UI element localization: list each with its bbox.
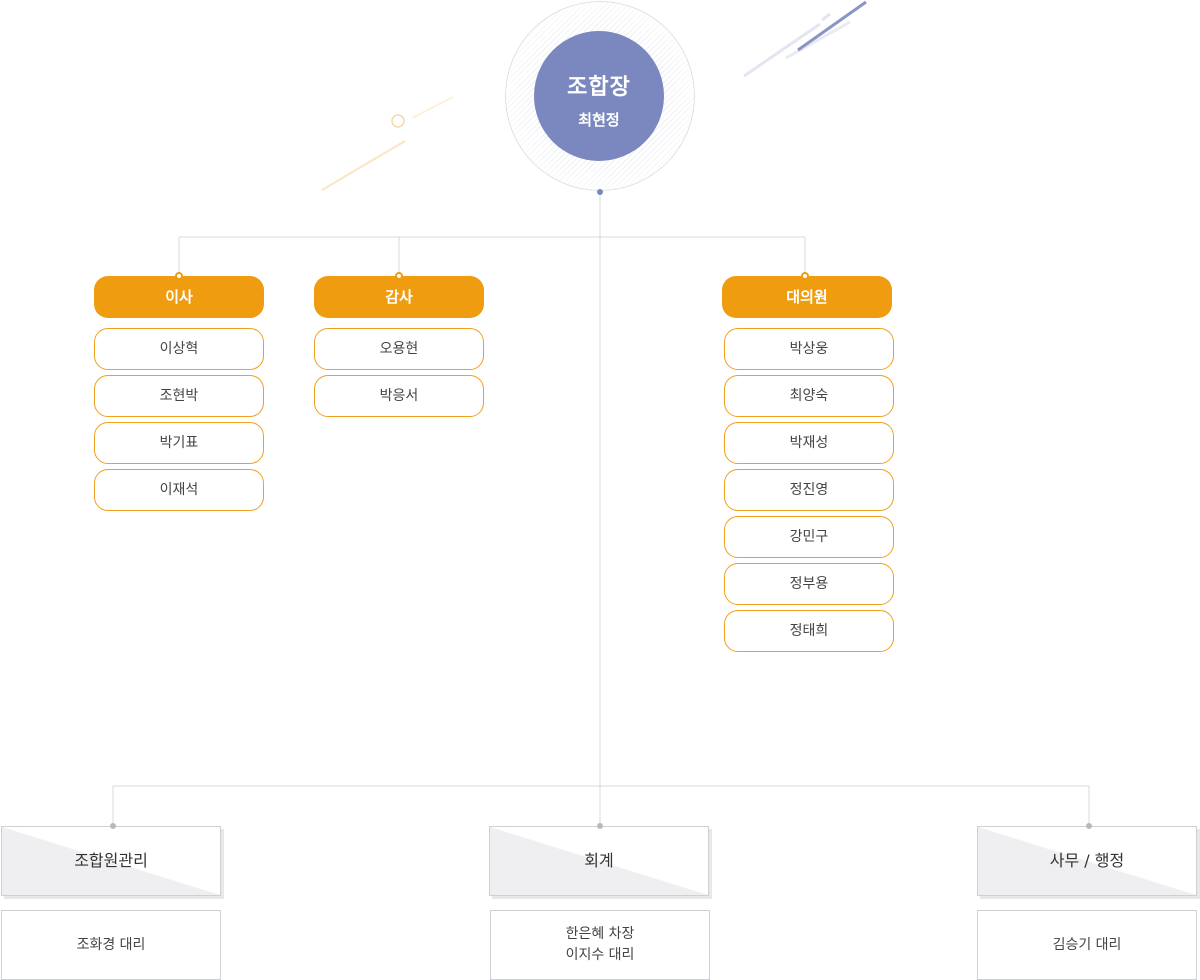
dept-administration: 사무 / 행정 (977, 826, 1197, 896)
member-item: 정태희 (724, 610, 894, 652)
member-item: 이상혁 (94, 328, 264, 370)
member-item: 박기표 (94, 422, 264, 464)
head-node: 조합장 최현정 (534, 31, 664, 161)
group-head-directors: 이사 (94, 276, 264, 318)
staff-name: 이지수 대리 (565, 947, 635, 963)
dept-staff-box: 조화경 대리 (1, 910, 221, 980)
member-item: 오용현 (314, 328, 484, 370)
decor-stroke (797, 0, 867, 52)
decor-ring (391, 114, 405, 128)
decor-stroke (785, 20, 851, 60)
member-item: 정진영 (724, 469, 894, 511)
staff-name: 조화경 대리 (76, 936, 146, 953)
member-item: 정부용 (724, 563, 894, 605)
head-connector-dot (597, 189, 603, 195)
member-item: 박재성 (724, 422, 894, 464)
group-head-auditors: 감사 (314, 276, 484, 318)
dept-staff-box: 김승기 대리 (977, 910, 1197, 980)
dept-member-management: 조합원관리 (1, 826, 221, 896)
decor-stroke (821, 12, 831, 22)
dept-staff-box: 한은혜 차장 이지수 대리 (490, 910, 710, 980)
group-head-delegates: 대의원 (722, 276, 892, 318)
decor-stroke (743, 22, 821, 78)
head-title: 조합장 (567, 75, 631, 100)
head-name: 최현정 (578, 111, 620, 129)
member-item: 박응서 (314, 375, 484, 417)
decor-stroke (411, 96, 454, 119)
staff-name: 한은혜 차장 (565, 926, 635, 942)
member-item: 박상웅 (724, 328, 894, 370)
staff-name: 김승기 대리 (1052, 936, 1122, 953)
member-item: 이재석 (94, 469, 264, 511)
member-item: 강민구 (724, 516, 894, 558)
decor-stroke (321, 140, 406, 191)
member-item: 최양숙 (724, 375, 894, 417)
dept-accounting: 회계 (489, 826, 709, 896)
member-item: 조현박 (94, 375, 264, 417)
